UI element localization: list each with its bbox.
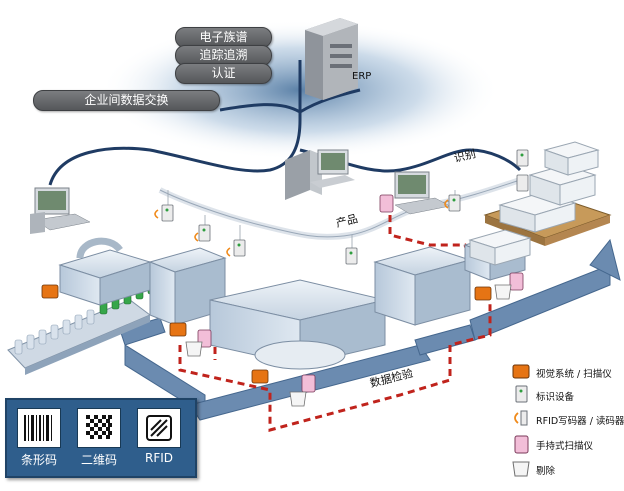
- legend-label: 剔除: [536, 466, 556, 477]
- legend-label: 标识设备: [536, 392, 575, 403]
- code-label: 条形码: [20, 453, 57, 467]
- erp-server: [305, 18, 358, 100]
- marking-device-lights: [165, 153, 524, 255]
- code-qr: 二维码: [77, 408, 121, 468]
- code-label: RFID: [144, 451, 174, 465]
- code-types-panel: 条形码 二维码 RFID: [5, 398, 197, 478]
- legend-label: RFID写码器 / 读码器: [536, 416, 624, 427]
- code-label: 二维码: [80, 453, 117, 467]
- rfid-icon: [137, 408, 181, 448]
- rfid-writer: [154, 199, 449, 257]
- marking-device: [161, 149, 529, 265]
- left-workstation: [30, 187, 91, 234]
- vision-scanner-icon: [512, 364, 530, 379]
- vision-scanner: [41, 284, 492, 384]
- output-boxes: [468, 229, 532, 266]
- tag-genealogy: 电子族谱: [175, 27, 272, 48]
- legend-label: 手持式扫描仪: [536, 441, 594, 452]
- tag-authentication: 认证: [175, 63, 272, 84]
- barcode-icon: [17, 408, 61, 448]
- qr-code-icon: [77, 408, 121, 448]
- marking-device-icon: [515, 385, 528, 403]
- tag-data-exchange: 企业间数据交换: [33, 90, 220, 111]
- pallet-boxes: [483, 141, 612, 246]
- inspection-machine: [373, 246, 472, 326]
- central-workstation: [285, 149, 355, 200]
- right-workstation: [394, 171, 451, 215]
- network-cable: [219, 60, 361, 120]
- legend-label: 视觉系统 / 扫描仪: [536, 369, 612, 380]
- tag-traceability: 追踪追溯: [175, 45, 272, 66]
- filling-machine: [58, 237, 152, 306]
- code-barcode: 条形码: [17, 408, 61, 468]
- central-carousel-machine: [209, 279, 386, 370]
- code-rfid: RFID: [137, 408, 181, 465]
- bottles: [14, 309, 95, 355]
- reject-bin: [185, 284, 512, 407]
- rfid-writer-icon: [514, 410, 528, 426]
- handheld-scanner-icon: [514, 435, 529, 454]
- reject-bin-icon: [512, 461, 530, 477]
- erp-label: ERP: [352, 71, 372, 82]
